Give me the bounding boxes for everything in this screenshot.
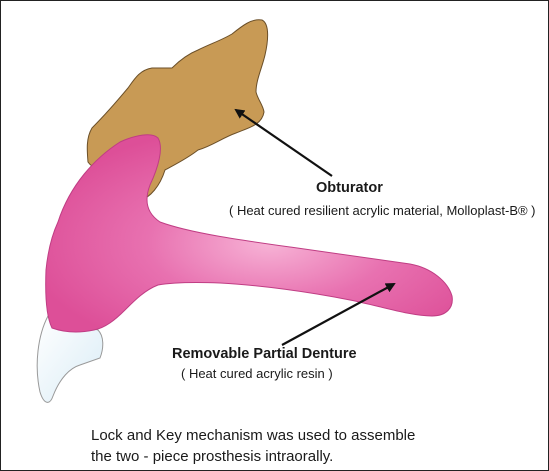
rpd-shape: [46, 135, 453, 332]
caption-line-2: the two - piece prosthesis intraorally.: [91, 446, 333, 468]
rpd-title: Removable Partial Denture: [172, 346, 357, 362]
obturator-subtitle: ( Heat cured resilient acrylic material,…: [229, 203, 536, 218]
rpd-subtitle: ( Heat cured acrylic resin ): [181, 366, 333, 381]
obturator-title: Obturator: [316, 180, 383, 196]
caption-line-1: Lock and Key mechanism was used to assem…: [91, 425, 415, 447]
obturator-arrow: [236, 110, 332, 176]
